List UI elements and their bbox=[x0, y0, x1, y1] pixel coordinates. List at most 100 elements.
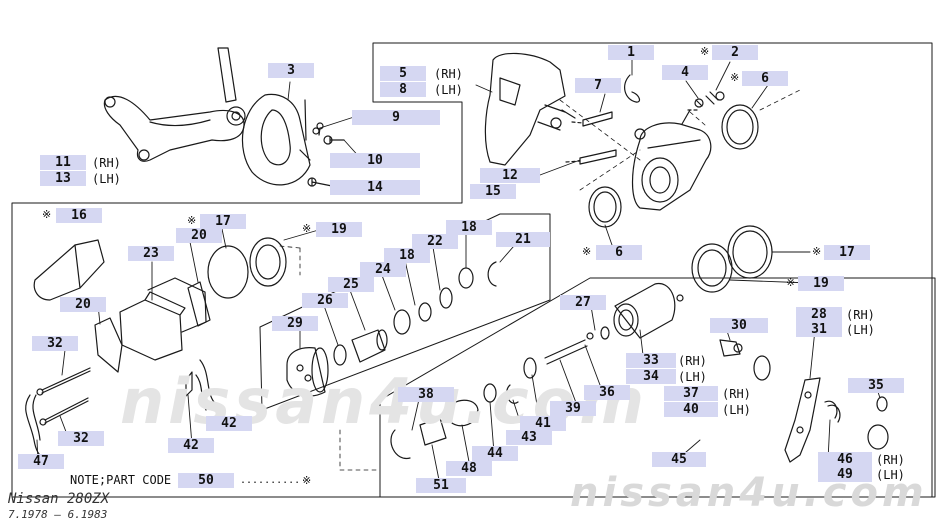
callout-part-42-left[interactable]: 42 bbox=[168, 438, 214, 453]
callout-part-41[interactable]: 41 bbox=[520, 416, 566, 431]
callout-part-20-left[interactable]: 20 bbox=[60, 297, 106, 312]
callout-part-32-bottom[interactable]: 32 bbox=[58, 431, 104, 446]
callout-part-7[interactable]: 7 bbox=[575, 78, 621, 93]
caliper-body-drawing bbox=[631, 109, 712, 211]
footer-dates: 7.1978 — 6.1983 bbox=[8, 508, 108, 521]
callout-part-42-right[interactable]: 42 bbox=[206, 416, 252, 431]
explode-guides bbox=[279, 89, 801, 471]
star-part-16: ※ bbox=[42, 208, 52, 221]
callout-part-9[interactable]: 9 bbox=[352, 110, 440, 125]
clip-bleeder-drawing bbox=[624, 74, 725, 111]
seal-rings-left-drawing bbox=[207, 237, 287, 299]
callout-part-15[interactable]: 15 bbox=[470, 184, 516, 199]
callout-part-6-bottom[interactable]: 6 bbox=[596, 245, 642, 260]
callout-part-32-top[interactable]: 32 bbox=[32, 336, 78, 351]
side-label-lh-31: (LH) bbox=[846, 323, 875, 337]
callout-part-46[interactable]: 46 bbox=[818, 452, 872, 467]
callout-part-33[interactable]: 33 bbox=[626, 353, 676, 368]
callout-part-22[interactable]: 22 bbox=[412, 234, 458, 249]
callout-part-2[interactable]: 2 bbox=[712, 45, 758, 60]
callout-part-17-right[interactable]: 17 bbox=[824, 245, 870, 260]
callout-part-44[interactable]: 44 bbox=[472, 446, 518, 461]
side-label-rh-33: (RH) bbox=[678, 354, 707, 368]
brake-pads-drawing bbox=[94, 277, 211, 373]
side-label-lh-49: (LH) bbox=[876, 468, 905, 482]
caliper-bracket-drawing bbox=[484, 52, 576, 166]
callout-part-49[interactable]: 49 bbox=[818, 467, 872, 482]
callout-part-40[interactable]: 40 bbox=[664, 402, 718, 417]
callout-part-8[interactable]: 8 bbox=[380, 82, 426, 97]
watermark-corner: nissan4u.com bbox=[570, 470, 928, 516]
callout-part-43[interactable]: 43 bbox=[506, 430, 552, 445]
bolts-drawing bbox=[307, 122, 345, 187]
callout-part-18-mid[interactable]: 18 bbox=[384, 248, 430, 263]
side-label-rh-37: (RH) bbox=[722, 387, 751, 401]
callout-part-16[interactable]: 16 bbox=[56, 208, 102, 223]
callout-part-51[interactable]: 51 bbox=[416, 478, 466, 493]
side-label-rh-5: (RH) bbox=[434, 67, 463, 81]
side-label-lh-34: (LH) bbox=[678, 370, 707, 384]
callout-part-21[interactable]: 21 bbox=[496, 232, 550, 247]
note-part-code: NOTE;PART CODE bbox=[70, 473, 172, 487]
dust-cover-drawing bbox=[33, 239, 105, 301]
callout-part-13[interactable]: 13 bbox=[40, 171, 86, 186]
seals-drawing bbox=[588, 104, 759, 228]
callout-part-18-top[interactable]: 18 bbox=[446, 220, 492, 235]
callout-part-4[interactable]: 4 bbox=[662, 65, 708, 80]
callout-part-17-left[interactable]: 17 bbox=[200, 214, 246, 229]
callout-part-50[interactable]: 50 bbox=[178, 473, 234, 488]
star-part-19-left: ※ bbox=[302, 222, 312, 235]
callout-part-48[interactable]: 48 bbox=[446, 461, 492, 476]
callout-part-35[interactable]: 35 bbox=[848, 378, 904, 393]
side-label-rh-11: (RH) bbox=[92, 156, 121, 170]
callout-part-20-top[interactable]: 20 bbox=[176, 228, 222, 243]
callout-part-3[interactable]: 3 bbox=[268, 63, 314, 78]
side-label-lh-40: (LH) bbox=[722, 403, 751, 417]
star-symbol: ※ bbox=[302, 474, 312, 487]
callout-part-23[interactable]: 23 bbox=[128, 246, 174, 261]
callout-part-36[interactable]: 36 bbox=[584, 385, 630, 400]
callout-part-26[interactable]: 26 bbox=[302, 293, 348, 308]
side-label-lh-13: (LH) bbox=[92, 172, 121, 186]
callout-part-45[interactable]: 45 bbox=[652, 452, 706, 467]
callout-part-31[interactable]: 31 bbox=[796, 322, 842, 337]
star-part-17-right: ※ bbox=[812, 245, 822, 258]
slide-pins-drawing bbox=[565, 111, 617, 165]
callout-part-6-top[interactable]: 6 bbox=[742, 71, 788, 86]
callout-part-12[interactable]: 12 bbox=[480, 168, 540, 183]
callout-part-47[interactable]: 47 bbox=[18, 454, 64, 469]
callout-part-29[interactable]: 29 bbox=[272, 316, 318, 331]
star-part-17-left: ※ bbox=[187, 214, 197, 227]
piston-assembly-lower-drawing bbox=[390, 282, 684, 459]
side-label-rh-28: (RH) bbox=[846, 308, 875, 322]
star-part-2: ※ bbox=[700, 45, 710, 58]
note-dots: .......... bbox=[240, 475, 301, 486]
callout-part-14[interactable]: 14 bbox=[330, 180, 420, 195]
callout-part-39[interactable]: 39 bbox=[550, 401, 596, 416]
callout-part-34[interactable]: 34 bbox=[626, 369, 676, 384]
callout-part-37[interactable]: 37 bbox=[664, 386, 718, 401]
footer-model: Nissan 280ZX bbox=[8, 491, 110, 507]
callout-part-19-left[interactable]: 19 bbox=[316, 222, 362, 237]
callout-part-24[interactable]: 24 bbox=[360, 262, 406, 277]
callout-part-1[interactable]: 1 bbox=[608, 45, 654, 60]
star-part-6-bottom: ※ bbox=[582, 245, 592, 258]
back-plate-drawing bbox=[241, 93, 320, 186]
star-part-19-right: ※ bbox=[786, 276, 796, 289]
callout-part-11[interactable]: 11 bbox=[40, 155, 86, 170]
callout-part-30[interactable]: 30 bbox=[710, 318, 768, 333]
seal-rings-right-drawing bbox=[691, 225, 773, 293]
callout-part-27[interactable]: 27 bbox=[560, 295, 606, 310]
callout-part-28[interactable]: 28 bbox=[796, 307, 842, 322]
callout-part-5[interactable]: 5 bbox=[380, 66, 426, 81]
springs-drawing bbox=[185, 359, 221, 411]
side-label-lh-8: (LH) bbox=[434, 83, 463, 97]
control-arm-drawing bbox=[103, 47, 246, 162]
callout-part-38[interactable]: 38 bbox=[398, 387, 454, 402]
star-part-6-top: ※ bbox=[730, 71, 740, 84]
callout-part-25[interactable]: 25 bbox=[328, 277, 374, 292]
callout-part-19-right[interactable]: 19 bbox=[798, 276, 844, 291]
callout-part-10[interactable]: 10 bbox=[330, 153, 420, 168]
